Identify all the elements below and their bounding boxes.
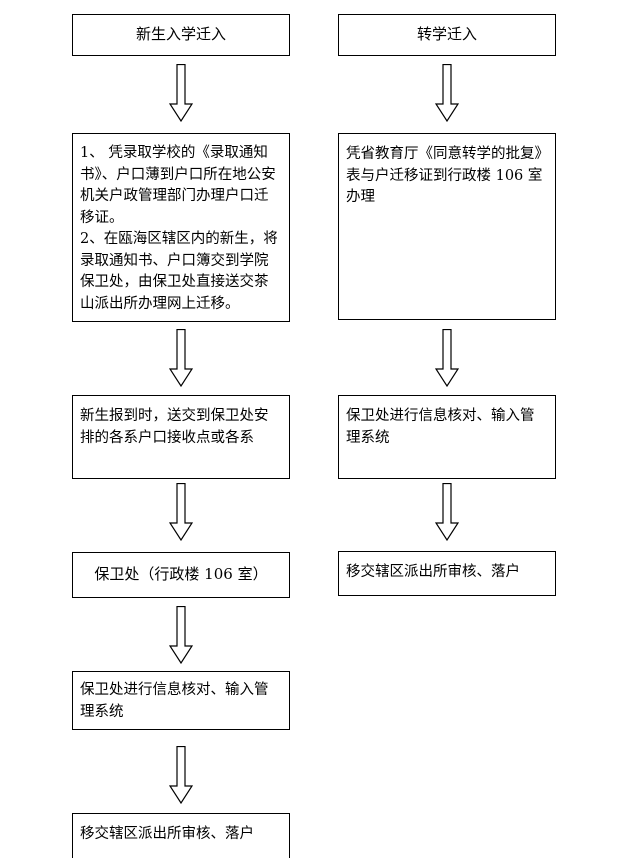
down-arrow-icon	[169, 483, 193, 541]
down-arrow-icon	[169, 329, 193, 387]
down-arrow-icon	[435, 483, 459, 541]
flow-node-report-submit: 新生报到时，送交到保卫处安 排的各系户口接收点或各系	[72, 395, 290, 479]
flow-node-info-check-right: 保卫处进行信息核对、输入管 理系统	[338, 395, 556, 479]
flow-node-new-student-procedure: 1、 凭录取学校的《录取通知 书》、户口薄到户口所在地公安 机关户政管理部门办理…	[72, 133, 290, 322]
down-arrow-icon	[169, 606, 193, 664]
flow-node-transfer-move-in: 转学迁入	[338, 14, 556, 56]
down-arrow-icon	[169, 64, 193, 122]
flow-node-new-student-move-in: 新生入学迁入	[72, 14, 290, 56]
flow-node-transfer-procedure: 凭省教育厅《同意转学的批复》 表与户迁移证到行政楼 106 室 办理	[338, 133, 556, 320]
flow-node-security-office-room: 保卫处（行政楼 106 室）	[72, 552, 290, 598]
flow-node-transfer-police-left: 移交辖区派出所审核、落户	[72, 813, 290, 858]
down-arrow-icon	[435, 329, 459, 387]
flow-node-transfer-police-right: 移交辖区派出所审核、落户	[338, 551, 556, 596]
down-arrow-icon	[435, 64, 459, 122]
down-arrow-icon	[169, 746, 193, 804]
flow-node-info-check-left: 保卫处进行信息核对、输入管 理系统	[72, 671, 290, 730]
